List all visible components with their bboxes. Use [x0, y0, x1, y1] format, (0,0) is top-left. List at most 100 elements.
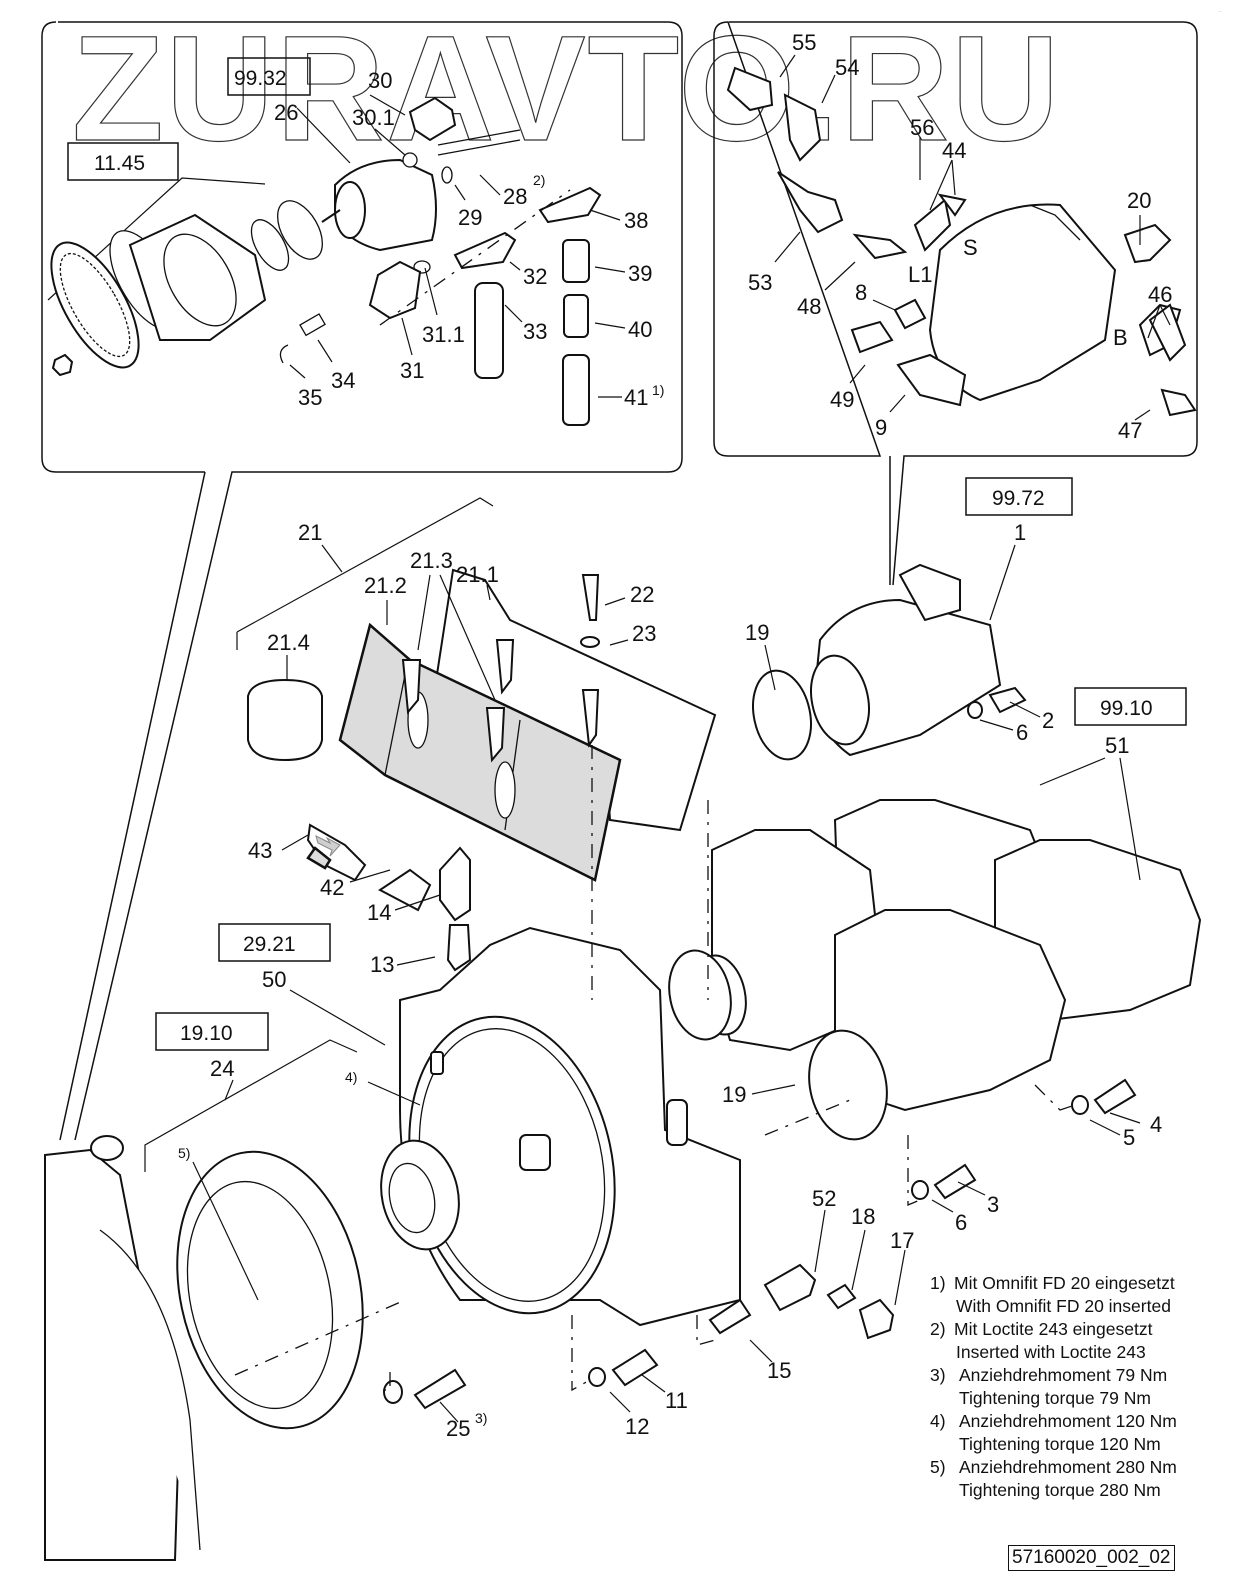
port-label-b: B — [1113, 325, 1128, 350]
axis-line-bolt4 — [1034, 1084, 1076, 1111]
label-3: 3 — [987, 1192, 999, 1217]
svg-text:99.72: 99.72 — [992, 487, 1045, 510]
label-6-top: 6 — [1016, 720, 1028, 745]
fasteners-lower — [588, 1078, 1137, 1387]
detail-right-labels: 55 54 56 44 20 53 48 8 46 49 9 47 S L1 B — [748, 30, 1172, 443]
label-1: 1 — [1014, 520, 1026, 545]
label-33: 33 — [523, 319, 547, 344]
main-labels: 21 21.1 21.2 21.3 21.4 22 23 19 1 2 6 51… — [178, 520, 1162, 1441]
label-12: 12 — [625, 1414, 649, 1439]
label-20: 20 — [1127, 188, 1151, 213]
label-11: 11 — [665, 1388, 688, 1413]
label-50: 50 — [262, 967, 286, 992]
document-id: 57160020_002_02 — [1008, 1545, 1175, 1571]
label-46: 46 — [1148, 282, 1172, 307]
axis-line-coupling — [234, 1299, 406, 1391]
svg-text:11.45: 11.45 — [94, 152, 145, 175]
label-13: 13 — [370, 952, 394, 977]
label-49: 49 — [830, 387, 854, 412]
label-24: 24 — [210, 1056, 234, 1081]
label-43: 43 — [248, 838, 272, 863]
label-42: 42 — [320, 875, 344, 900]
label-56: 56 — [910, 115, 934, 140]
label-19-top: 19 — [745, 620, 769, 645]
footnote-5: 5)Anziehdrehmoment 280 Nm Tightening tor… — [930, 1457, 1177, 1500]
footnote-4: 4)Anziehdrehmoment 120 Nm Tightening tor… — [930, 1411, 1177, 1454]
label-54: 54 — [835, 55, 859, 80]
footnote-3: 3)Anziehdrehmoment 79 Nm Tightening torq… — [930, 1365, 1168, 1408]
label-5: 5 — [1123, 1125, 1135, 1150]
label-8: 8 — [855, 280, 867, 305]
protective-sheet-assembly — [236, 497, 717, 882]
label-55: 55 — [792, 30, 816, 55]
label-14: 14 — [367, 900, 391, 925]
gear-drive-assembly — [47, 177, 326, 377]
note-ref-2: 2) — [533, 172, 545, 188]
detail-left-labels: 26 30 30.1 28 2) 29 38 32 39 33 40 31.1 … — [274, 68, 664, 410]
axis-line-main — [764, 1099, 851, 1136]
direction-arrow-icon — [315, 835, 341, 857]
label-44: 44 — [942, 138, 966, 163]
label-38: 38 — [624, 208, 648, 233]
label-21-3: 21.3 — [410, 548, 453, 573]
label-51: 51 — [1105, 733, 1129, 758]
label-19-bottom: 19 — [722, 1082, 746, 1107]
note-ref-5: 5) — [178, 1145, 190, 1161]
ref-box-hydraulic-pump: 99.32 — [227, 57, 311, 96]
ref-box-pump-group: 99.10 — [1074, 687, 1187, 726]
note-ref-3: 3) — [475, 1410, 487, 1426]
label-31: 31 — [400, 358, 424, 383]
label-52: 52 — [812, 1186, 836, 1211]
label-25: 25 — [446, 1416, 470, 1441]
label-21-2: 21.2 — [364, 573, 407, 598]
label-17: 17 — [890, 1228, 914, 1253]
note-ref-1: 1) — [652, 382, 664, 398]
motor-detail-assembly — [726, 66, 1197, 417]
coupling-assembly — [144, 1039, 467, 1430]
transfer-case — [399, 926, 741, 1327]
label-9: 9 — [875, 415, 887, 440]
label-18: 18 — [851, 1204, 875, 1229]
label-15: 15 — [767, 1358, 791, 1383]
svg-text:99.10: 99.10 — [1100, 697, 1153, 720]
label-29: 29 — [458, 205, 482, 230]
label-21: 21 — [298, 520, 322, 545]
label-28: 28 — [503, 184, 527, 209]
label-22: 22 — [630, 582, 654, 607]
label-30: 30 — [368, 68, 392, 93]
motor-main — [752, 563, 1027, 761]
hydraulic-pump — [321, 96, 602, 426]
axis-line-bolt3 — [907, 1135, 921, 1206]
ref-box-coupling: 19.10 — [155, 1012, 269, 1051]
label-2: 2 — [1042, 708, 1054, 733]
footnote-1: 1)Mit Omnifit FD 20 eingesetzt With Omni… — [930, 1273, 1175, 1316]
svg-text:99.32: 99.32 — [234, 67, 287, 90]
footnotes: 1)Mit Omnifit FD 20 eingesetzt With Omni… — [930, 1272, 1250, 1502]
note-ref-4: 4) — [345, 1069, 357, 1085]
label-41: 41 — [624, 385, 648, 410]
axis-line-bolt15 — [696, 1315, 716, 1346]
svg-text:19.10: 19.10 — [180, 1022, 233, 1045]
axis-line-bolt11 — [571, 1315, 591, 1392]
label-34: 34 — [331, 368, 355, 393]
label-26: 26 — [274, 100, 298, 125]
corner-mark: .. — [1219, 8, 1222, 14]
detail-frame-left — [41, 21, 683, 1141]
label-23: 23 — [632, 621, 656, 646]
label-32: 32 — [523, 264, 547, 289]
engine-partial — [44, 1135, 201, 1561]
label-21-4: 21.4 — [267, 630, 310, 655]
watermark: ZURAVTO.RU — [72, 4, 1061, 172]
label-48: 48 — [797, 294, 821, 319]
port-label-s: S — [963, 235, 978, 260]
label-6-bottom: 6 — [955, 1210, 967, 1235]
pump-group — [668, 799, 1202, 1141]
svg-text:29.21: 29.21 — [243, 933, 296, 956]
label-40: 40 — [628, 317, 652, 342]
axis-line-pump — [379, 189, 571, 326]
footnote-2: 2)Mit Loctite 243 eingesetzt Inserted wi… — [930, 1319, 1153, 1362]
label-47: 47 — [1118, 418, 1142, 443]
detail-frame-right — [713, 21, 1198, 586]
label-30-1: 30.1 — [352, 105, 395, 130]
